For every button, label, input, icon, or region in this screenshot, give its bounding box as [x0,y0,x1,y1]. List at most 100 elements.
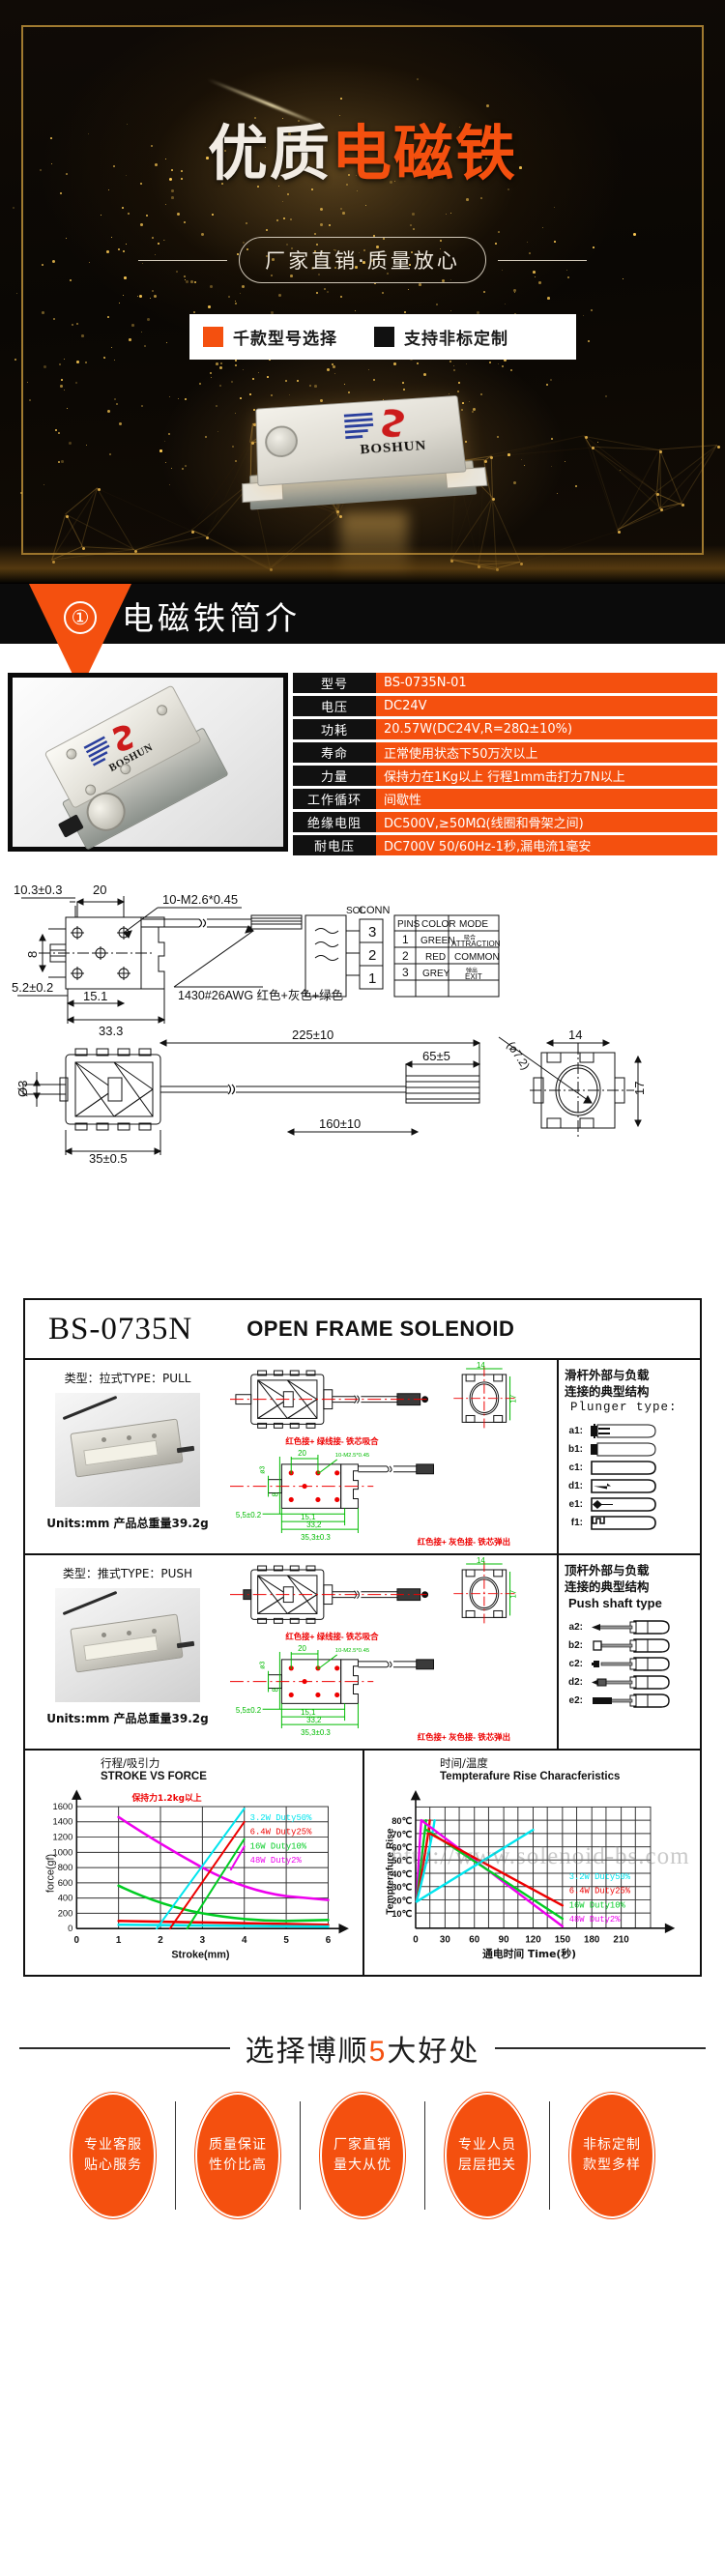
list-item: c1: [565,1459,694,1477]
pushshaft-title-line2: 连接的典型结构 [565,1579,694,1596]
pushshaft-c2-icon [588,1657,675,1671]
spec-key: 寿命 [293,742,376,763]
product-wire [63,1591,118,1615]
chart1-ylabel: force(gf) [45,1854,57,1893]
chart1-xtick-6: 6 [326,1935,332,1946]
push-dim-20: 20 [298,1644,306,1653]
table-row: 工作循环 间歇性 [293,789,717,809]
list-item: b2: [565,1636,694,1655]
spec-value: DC500V,≥50MΩ(线圈和骨架之间) [376,812,717,832]
list-item: e1: [565,1495,694,1514]
datasheet-header: BS-0735N OPEN FRAME SOLENOID [25,1300,700,1360]
push-dim-33.2: 33,2 [306,1716,321,1724]
chart1-xtick-2: 2 [158,1935,163,1946]
hero-badge-right: 支持非标定制 [404,325,508,349]
pin-num-3: 3 [402,966,409,979]
list-item: e2: [565,1692,694,1710]
benefit-oval-1[interactable]: 专业客服 贴心服务 [71,2093,156,2218]
pushshaft-label: a2: [565,1622,583,1633]
section-title: 电磁铁简介 [122,593,301,639]
plunger-title-line1: 滑杆外部与负载 [565,1368,694,1384]
chart1-ytick-200: 200 [58,1908,73,1918]
pull-dim-33.2: 33,2 [306,1520,321,1529]
hero-feature-bar: 千款型号选择 支持非标定制 [189,314,576,360]
spec-product-photo: BOSHUN [8,673,288,852]
table-row: 力量 保持力在1Kg以上 行程1mm击打力7N以上 [293,766,717,786]
plunger-label: c1: [565,1462,583,1473]
chart2-title-en: Tempterafure Rise Characferistics [440,1770,696,1783]
datasheet-row-push: 类型：推式TYPE：PUSH Units:mm 产品总重量39.2g [25,1555,700,1751]
chart1-title-en: STROKE VS FORCE [101,1770,359,1783]
push-drawing-svg: 14 17 20 10-M2.5*0.45 ø3 8 5,5±0.2 15,1 … [230,1555,557,1744]
screw-icon [127,1631,131,1635]
pull-dim-thread: 10-M2.5*0.45 [335,1453,370,1459]
benefit-oval-5[interactable]: 非标定制 款型多样 [569,2093,654,2218]
benefit-line2: 贴心服务 [84,2156,142,2176]
benefit-oval-3[interactable]: 厂家直销 量大从优 [320,2093,405,2218]
table-row: 绝缘电阻 DC500V,≥50MΩ(线圈和骨架之间) [293,812,717,832]
plunger-f1-icon [588,1516,661,1530]
list-item: c2: [565,1655,694,1673]
push-product-photo [55,1588,200,1702]
chart2-ytick-80: 80℃ [392,1816,412,1826]
dim-20: 20 [93,883,106,897]
pin-mode-en-3: EXIT [465,972,482,981]
benefit-cell: 非标定制 款型多样 [550,2093,674,2218]
pull-product-photo [55,1393,200,1507]
benefits-title-prefix: 选择博顺 [246,2035,369,2069]
dim-35: 35±0.5 [89,1151,128,1166]
product-shaft [177,1641,195,1648]
push-shaft-type-cell: 顶杆外部与负载 连接的典型结构 Push shaft type a2: b2: [557,1555,700,1749]
benefit-oval-4[interactable]: 专业人员 层层把关 [445,2093,530,2218]
chart1-xtick-5: 5 [283,1935,289,1946]
hero-sub-line-right [498,260,587,261]
chart1-heading: 行程/吸引力 STROKE VS FORCE [29,1756,359,1784]
push-type-label: 类型：推式TYPE：PUSH [31,1565,224,1581]
spec-key: 耐电压 [293,835,376,855]
list-item: d1: [565,1477,694,1495]
conn-pin-2: 2 [368,947,376,964]
dim-thread: 10-M2.6*0.45 [162,892,238,907]
plunger-a1-icon [588,1424,661,1438]
screw-icon [155,703,169,717]
hero-title-orange: 电磁铁 [332,118,517,188]
orange-square-icon [203,327,223,347]
chart1-xlabel: Stroke(mm) [171,1949,230,1960]
pull-dim-35.3: 35,3±0.3 [301,1533,331,1542]
benefit-oval-2[interactable]: 质量保证 性价比高 [195,2093,280,2218]
datasheet-charts-row: 行程/吸引力 STROKE VS FORCE [25,1751,700,1975]
pin-header-color: COLOR [421,919,456,930]
list-item: b1: [565,1440,694,1459]
push-drawing-cell: 14 17 20 10-M2.5*0.45 ø3 8 5,5±0.2 15,1 … [230,1555,557,1749]
chart2-legend-1: 6.4W Duty25% [569,1886,631,1896]
chart1-title-cn: 行程/吸引力 [101,1756,359,1770]
pull-type-label: 类型：拉式TYPE：PULL [31,1370,224,1386]
pull-note-top: 红色接+ 绿线接- 铁芯吸合 [285,1436,379,1446]
section-glow [0,545,725,584]
chart2-xlabel: 通电时间 Time(秒) [482,1948,576,1960]
spec-key: 绝缘电阻 [293,812,376,832]
pull-dim-17: 17 [509,1395,518,1404]
dim-15.1: 15.1 [83,989,107,1003]
benefits-line-left [19,2047,230,2049]
benefit-line1: 厂家直销 [334,2135,392,2156]
pushshaft-label: c2: [565,1659,583,1669]
dim-14: 14 [568,1028,582,1042]
technical-drawing-section: 10.3±0.3 20 10-M2.6*0.45 8 5.2±0.2 15.1 … [0,873,725,1298]
product-shaft [177,1446,195,1453]
boshun-logo-icon [344,406,419,442]
chart2-xtick-60: 60 [469,1934,479,1945]
spec-value: 保持力在1Kg以上 行程1mm击打力7N以上 [376,766,717,786]
dim-160: 160±10 [319,1116,361,1131]
pushshaft-label: d2: [565,1677,583,1688]
product-bore-hole [265,425,299,459]
benefit-line1: 非标定制 [583,2135,641,2156]
benefit-line1: 专业客服 [84,2135,142,2156]
push-note-bottom: 红色接+ 灰色接- 铁芯弹出 [418,1732,510,1742]
pull-dim-dia3: ø3 [260,1466,267,1474]
push-dim-17: 17 [509,1590,518,1599]
datasheet-row-pull: 类型：拉式TYPE：PULL Units:mm 产品总重量39.2g [25,1360,700,1555]
plunger-title-en: Plunger type: [570,1401,694,1414]
plunger-label: a1: [565,1426,583,1436]
benefits-items: 专业客服 贴心服务 质量保证 性价比高 厂家直销 量大从优 专业人员 层层把关 [0,2093,725,2218]
